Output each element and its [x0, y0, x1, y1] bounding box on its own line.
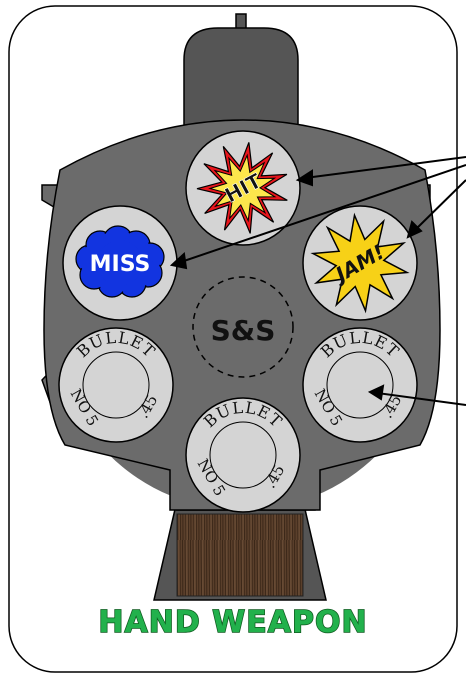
card-title: HAND WEAPON — [0, 605, 466, 640]
chamber-upper-right: JAM! — [303, 206, 417, 320]
cylinder-hub: S&S — [193, 277, 293, 377]
revolver-grip — [154, 505, 326, 600]
brand-logo: S&S — [211, 314, 276, 347]
miss-label: MISS — [90, 252, 151, 277]
chamber-upper-left: MISS — [63, 206, 177, 320]
